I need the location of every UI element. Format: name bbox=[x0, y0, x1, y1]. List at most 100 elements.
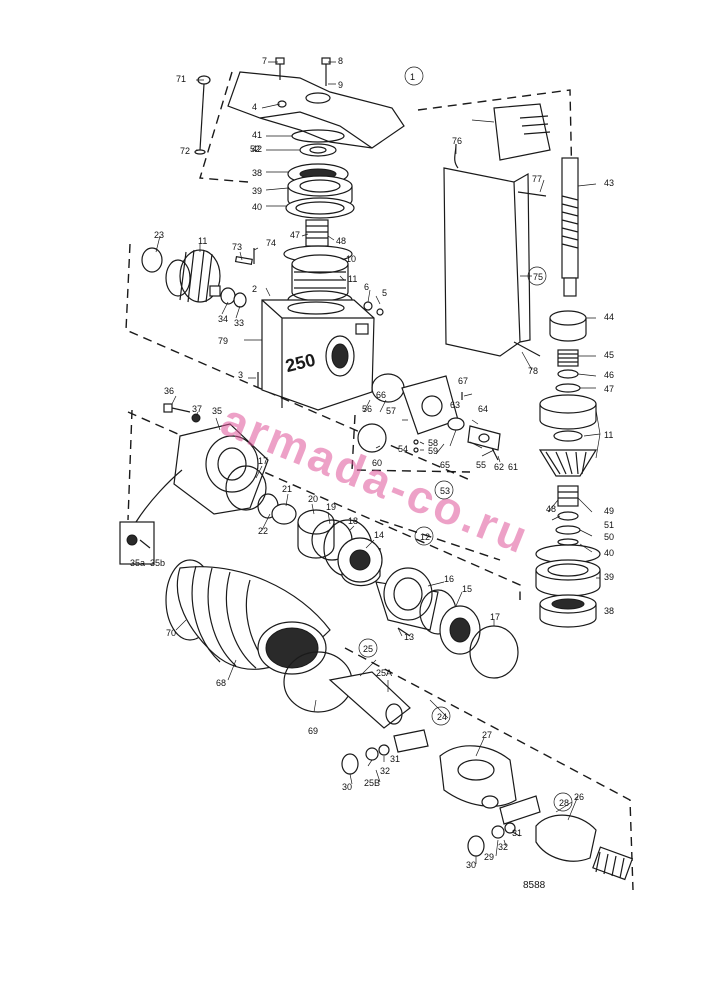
part-label: 34 bbox=[218, 314, 228, 324]
part-label: 67 bbox=[458, 376, 468, 386]
part-label: 40 bbox=[604, 548, 614, 558]
part-label: 77 bbox=[532, 174, 542, 184]
part-label: 74 bbox=[266, 238, 276, 248]
shaft-cover bbox=[443, 103, 551, 357]
part-label: 68 bbox=[216, 678, 226, 688]
part-label: 78 bbox=[528, 366, 538, 376]
part-label: 48 bbox=[336, 236, 346, 246]
part-label: 76 bbox=[452, 136, 462, 146]
part-label: 47 bbox=[604, 384, 614, 394]
part-label: 17 bbox=[258, 456, 268, 466]
part-label: 58 bbox=[428, 438, 438, 448]
part-label: 40 bbox=[252, 202, 262, 212]
part-label: 35 bbox=[212, 406, 222, 416]
part-label: 39 bbox=[604, 572, 614, 582]
part-label: 61 bbox=[508, 462, 518, 472]
part-label: 60 bbox=[372, 458, 382, 468]
part-label: 51 bbox=[604, 520, 614, 530]
part-label: 3 bbox=[238, 370, 243, 380]
part-label: 72 bbox=[180, 146, 190, 156]
part-label: 11 bbox=[198, 236, 207, 246]
lower-bearing-set bbox=[375, 567, 519, 679]
part-label: 29 bbox=[484, 852, 494, 862]
part-label: 31 bbox=[390, 754, 400, 764]
bolts-36-37 bbox=[163, 403, 201, 423]
plate-group bbox=[357, 373, 501, 461]
part-label: 36 bbox=[164, 386, 174, 396]
part-label: 32 bbox=[498, 842, 508, 852]
part-label: 50 bbox=[604, 532, 614, 542]
part-label: 37 bbox=[192, 404, 202, 414]
right-column-parts bbox=[535, 310, 601, 628]
part-label: 4 bbox=[252, 102, 257, 112]
part-label: 32 bbox=[380, 766, 390, 776]
part-label: 17 bbox=[490, 612, 500, 622]
part-label: 38 bbox=[604, 606, 614, 616]
leader-lines bbox=[155, 61, 601, 864]
part-label: 26 bbox=[574, 792, 584, 802]
part-label: 39 bbox=[252, 186, 262, 196]
circled-labels bbox=[358, 66, 573, 812]
part-label: 69 bbox=[308, 726, 318, 736]
part-label: 13 bbox=[404, 632, 414, 642]
part-label: 15 bbox=[462, 584, 472, 594]
part-label: 27 bbox=[482, 730, 492, 740]
part-label: 47 bbox=[290, 230, 300, 240]
key-pins bbox=[234, 248, 255, 266]
part-label: 35a bbox=[130, 558, 145, 568]
part-label: 38 bbox=[252, 168, 262, 178]
part-label: 71 bbox=[176, 74, 186, 84]
part-label: 49 bbox=[604, 506, 614, 516]
part-label: 14 bbox=[374, 530, 384, 540]
part-label: 25A bbox=[376, 668, 392, 678]
part-label: 30 bbox=[342, 782, 352, 792]
part-label: 70 bbox=[166, 628, 176, 638]
part-label: 25B bbox=[364, 778, 380, 788]
part-label: 44 bbox=[604, 312, 614, 322]
outline-plate-group bbox=[351, 414, 471, 473]
part-label: 30 bbox=[466, 860, 476, 870]
part-label: 56 bbox=[362, 404, 372, 414]
part-label: 10 bbox=[346, 254, 356, 264]
part-label: 16 bbox=[444, 574, 454, 584]
part-label: 79 bbox=[218, 336, 228, 346]
part-label: 41 bbox=[252, 130, 262, 140]
part-label: 42 bbox=[252, 144, 262, 154]
outline-upper-housing bbox=[125, 243, 471, 481]
part-label: 20 bbox=[308, 494, 318, 504]
part-label: 31 bbox=[512, 828, 522, 838]
part-label: 46 bbox=[604, 370, 614, 380]
part-label: 1 bbox=[410, 72, 415, 82]
part-label: 24 bbox=[437, 712, 447, 722]
bellows bbox=[165, 559, 353, 713]
upper-bearing-stack bbox=[285, 129, 355, 219]
top-cover bbox=[227, 57, 405, 149]
part-label: 11 bbox=[604, 430, 613, 440]
part-label: 59 bbox=[428, 446, 438, 456]
figure-number: 8588 bbox=[523, 880, 546, 891]
part-label: 52 bbox=[250, 144, 260, 154]
outline-shaft-group bbox=[417, 89, 573, 189]
part-label: 33 bbox=[234, 318, 244, 328]
part-label: 21 bbox=[282, 484, 292, 494]
part-label: 43 bbox=[604, 178, 614, 188]
part-label: 9 bbox=[338, 80, 343, 90]
outline-lower-left bbox=[127, 409, 133, 521]
part-label: 63 bbox=[450, 400, 460, 410]
part-label: 6 bbox=[364, 282, 369, 292]
part-label: 22 bbox=[258, 526, 268, 536]
part-label: 18 bbox=[348, 516, 358, 526]
outline-bearing-sub bbox=[379, 519, 501, 561]
part-label: 57 bbox=[386, 406, 396, 416]
part-label: 54 bbox=[398, 444, 408, 454]
dipstick bbox=[194, 75, 211, 155]
part-label: 23 bbox=[154, 230, 164, 240]
part-label: 35b bbox=[150, 558, 165, 568]
part-label: 28 bbox=[559, 798, 569, 808]
part-label: 12 bbox=[420, 532, 430, 542]
part-label: 65 bbox=[440, 460, 450, 470]
part-label: 55 bbox=[476, 460, 486, 470]
